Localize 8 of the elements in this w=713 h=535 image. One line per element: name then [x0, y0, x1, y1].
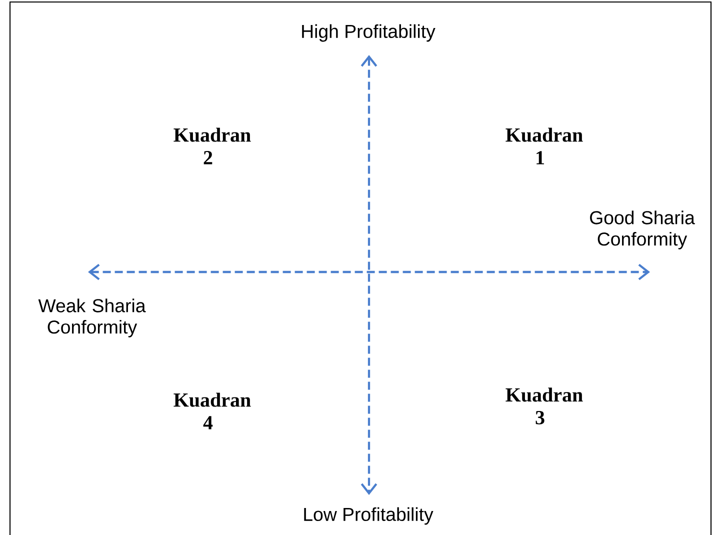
quadrant-label: Kuadran 3: [506, 388, 583, 424]
quadrant-label: Kuadran 1: [506, 128, 583, 164]
axis-label: Weak Sharia Conformity: [38, 298, 146, 338]
quadrant-label: Kuadran 4: [174, 392, 251, 430]
axis-label: High Profitability: [302, 24, 436, 42]
quadrant-label: Kuadran 2: [174, 128, 251, 164]
axis-label: Good Sharia Conformity: [590, 210, 695, 250]
axis-label: Low Profitability: [304, 507, 434, 525]
